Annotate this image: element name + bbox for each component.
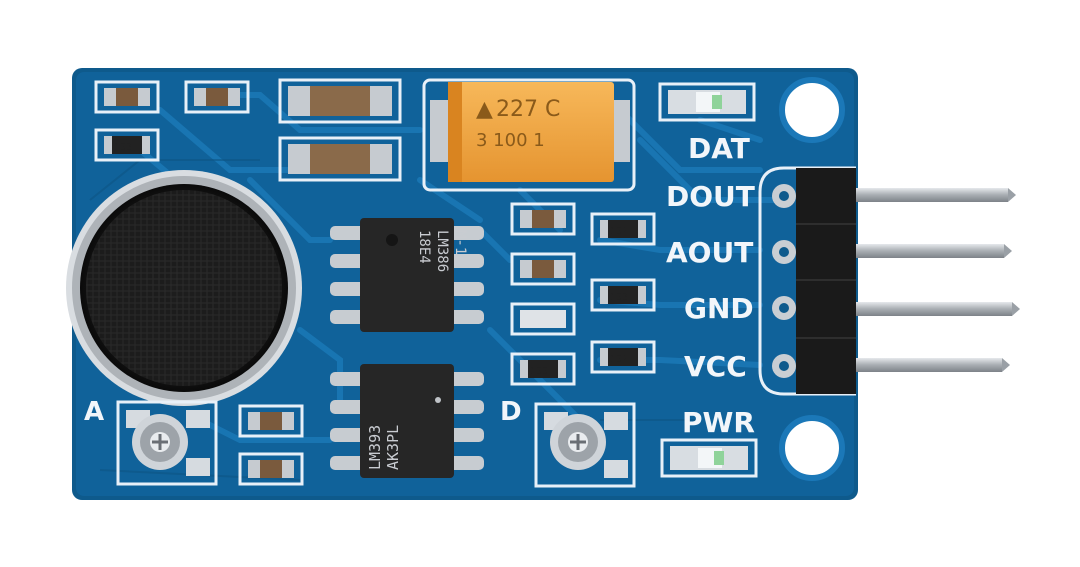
resistor-label: 103 <box>610 292 628 303</box>
lm393-part: LM393 <box>366 425 384 470</box>
label-dat: DAT <box>688 132 750 165</box>
lm386-code: 18E4 <box>416 230 432 264</box>
resistor-label: 100 <box>530 366 548 377</box>
resistor-bottom-2 <box>238 452 304 486</box>
ceramic-capacitor-top-2 <box>278 136 402 182</box>
header-pin-gnd <box>856 302 1020 316</box>
resistor-103-mid: 103 <box>590 278 656 312</box>
resistor-103-left: 103 <box>94 128 160 162</box>
resistor-mid-1 <box>510 202 576 236</box>
ceramic-capacitor-top-1 <box>278 78 402 124</box>
resistor-top-left-2 <box>184 80 250 114</box>
pin-header <box>758 166 1020 396</box>
capacitor-code: 3 100 1 <box>476 130 545 151</box>
label-gnd: GND <box>684 292 754 325</box>
label-pot-d: D <box>500 397 522 427</box>
mounting-hole-bottom <box>779 415 845 481</box>
lm386-chip: 18E4 LM386 M-1 <box>330 218 484 332</box>
mounting-hole-top <box>779 77 845 143</box>
resistor-label: 103 <box>114 142 132 153</box>
lm393-chip: LM393 AK3PL <box>330 364 484 478</box>
header-pin-aout <box>856 244 1012 258</box>
label-pot-a: A <box>84 397 104 427</box>
lm386-suffix: M-1 <box>452 230 468 255</box>
resistor-top-left-1 <box>94 80 160 114</box>
lm386-part: LM386 <box>434 230 450 272</box>
header-pin-vcc <box>856 358 1010 372</box>
resistor-label: 102 <box>610 354 628 365</box>
label-aout: AOUT <box>666 236 753 269</box>
led-pwr <box>660 438 758 478</box>
resistor-mid-2 <box>510 252 576 286</box>
resistor-mid-3 <box>510 302 576 336</box>
resistor-102-bottom: 102 <box>590 340 656 374</box>
resistor-100: 100 <box>510 352 576 386</box>
label-pwr: PWR <box>682 406 755 439</box>
lm393-code: AK3PL <box>384 425 402 470</box>
led-dat <box>658 82 756 122</box>
capacitor-polarity-icon: ▲ <box>476 97 493 122</box>
capacitor-marking: 227 C <box>496 97 560 122</box>
label-vcc: VCC <box>684 350 747 383</box>
potentiometer-d <box>534 402 636 488</box>
label-dout: DOUT <box>666 180 755 213</box>
resistor-102-top: 102 <box>590 212 656 246</box>
electret-microphone <box>66 170 302 406</box>
resistor-label: 102 <box>610 226 628 237</box>
header-pin-dout <box>856 188 1016 202</box>
resistor-bottom-1 <box>238 404 304 438</box>
potentiometer-a <box>116 400 218 486</box>
tantalum-capacitor: ▲ 227 C 3 100 1 <box>422 78 636 192</box>
